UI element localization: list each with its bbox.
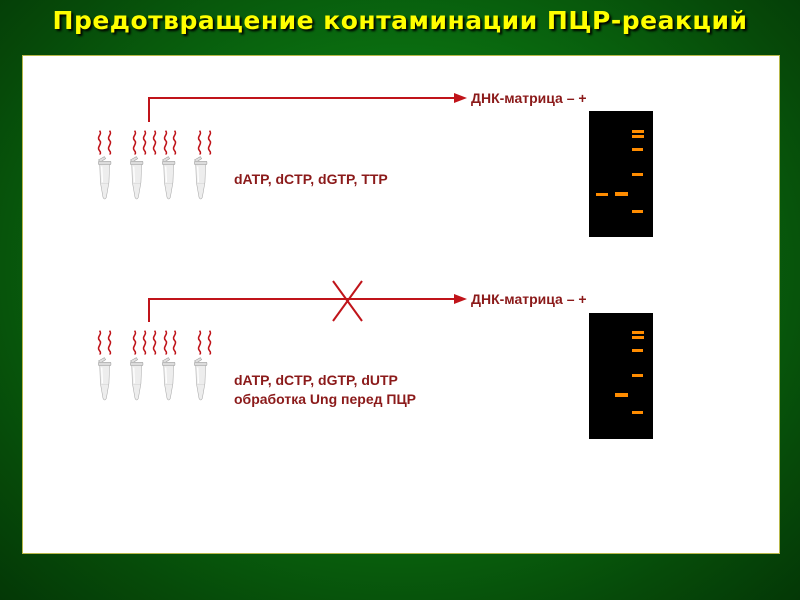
pcr-tube-icon [129, 156, 144, 201]
gel-band [632, 331, 644, 334]
experiment-1-gel [589, 111, 653, 237]
x-cross-icon [332, 280, 363, 322]
dna-strand-icon [163, 129, 168, 155]
slide-title: Предотвращение контаминации ПЦР-реакций [52, 6, 748, 35]
experiment-2-gel [589, 313, 653, 439]
dna-strand-icon [197, 329, 202, 355]
pcr-tube-icon [129, 357, 144, 402]
gel-band [632, 374, 643, 377]
pcr-tube-icon [161, 357, 176, 402]
gel-band-contamination [596, 193, 608, 196]
dna-strand-icon [97, 129, 102, 155]
dna-strand-icon [97, 329, 102, 355]
diagram-canvas [97, 93, 467, 402]
gel-band-product [615, 192, 628, 196]
experiment-2-tubes [97, 357, 208, 402]
experiment-2-arrow [148, 294, 467, 322]
pcr-tube-icon [193, 156, 208, 201]
dna-strand-icon [172, 329, 177, 355]
dna-strand-icon [132, 329, 137, 355]
dna-strand-icon [163, 329, 168, 355]
dna-strand-icon [207, 329, 212, 355]
dna-strand-icon [142, 329, 147, 355]
pcr-tube-icon [97, 357, 112, 402]
experiment-1-tubes [97, 156, 208, 201]
dna-strand-icon [107, 329, 112, 355]
dna-strand-icon [152, 329, 157, 355]
gel-band [632, 336, 644, 339]
dna-strand-icon [132, 129, 137, 155]
pcr-tube-icon [161, 156, 176, 201]
experiment-1-reagents: dATP, dCTP, dGTP, TTP [234, 170, 388, 189]
dna-strand-icon [142, 129, 147, 155]
gel-band [632, 173, 643, 176]
gel-band [632, 148, 643, 151]
pcr-tube-icon [193, 357, 208, 402]
experiment-2-reagents: dATP, dCTP, dGTP, dUTP обработка Ung пер… [234, 371, 416, 409]
dna-strand-icon [172, 129, 177, 155]
experiment-1-dna-strands [97, 129, 212, 155]
content-panel: ДНК-матрица – + dATP, dCTP, dGTP, TTP ДН… [22, 55, 780, 554]
gel-band [632, 210, 643, 213]
experiment-2-reagents-line-1: dATP, dCTP, dGTP, dUTP [234, 372, 398, 388]
arrow-right-icon [454, 93, 467, 103]
gel-band [632, 135, 644, 138]
pcr-tube-icon [97, 156, 112, 201]
experiment-1-template-label: ДНК-матрица – + [471, 90, 587, 106]
experiment-1-arrow [148, 93, 467, 122]
dna-strand-icon [197, 129, 202, 155]
dna-strand-icon [207, 129, 212, 155]
dna-strand-icon [107, 129, 112, 155]
gel-band [632, 411, 643, 414]
arrow-right-icon [454, 294, 467, 304]
gel-band-product [615, 393, 628, 397]
dna-strand-icon [152, 129, 157, 155]
experiment-2-reagents-line-2: обработка Ung перед ПЦР [234, 391, 417, 407]
experiment-2-template-label: ДНК-матрица – + [471, 291, 587, 307]
gel-band [632, 349, 643, 352]
gel-band [632, 130, 644, 133]
experiment-1-reagents-line-1: dATP, dCTP, dGTP, TTP [234, 171, 388, 187]
experiment-2-dna-strands [97, 329, 212, 355]
